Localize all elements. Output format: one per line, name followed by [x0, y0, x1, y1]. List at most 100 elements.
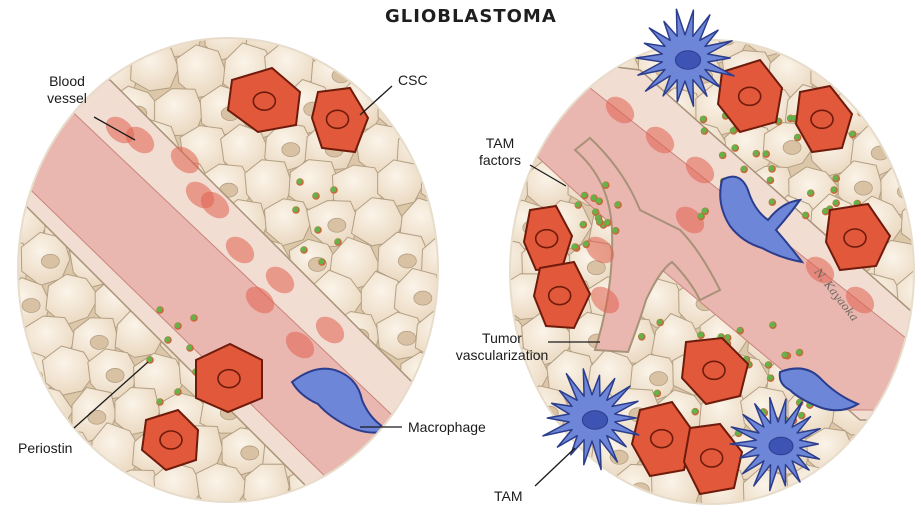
- label-blood-vessel: Blood vessel: [47, 73, 87, 106]
- csc-nucleus: [649, 428, 674, 449]
- granule-icon: [781, 351, 788, 358]
- tumor-cell-icon: [41, 345, 97, 396]
- cell-nucleus: [240, 445, 260, 461]
- cell-nucleus: [394, 101, 414, 116]
- red-blood-cell-icon: [285, 331, 315, 359]
- cell-nucleus: [518, 448, 538, 464]
- tumor-cell-icon: [510, 274, 512, 331]
- tumor-cell-icon: [130, 43, 180, 92]
- granule-icon: [830, 186, 837, 193]
- granule-icon: [798, 412, 804, 418]
- csc-nucleus: [702, 360, 726, 381]
- cell-nucleus: [626, 40, 646, 44]
- red-blood-cell-icon: [105, 116, 135, 144]
- granule-icon: [752, 150, 759, 156]
- granule-icon: [292, 206, 299, 213]
- leader-lines: [73, 85, 600, 487]
- granule-icon: [582, 241, 589, 247]
- csc-nucleus: [810, 109, 834, 130]
- granule-icon: [590, 194, 597, 201]
- granule-icon: [312, 192, 319, 199]
- granule-icon: [701, 127, 707, 134]
- tumor-cell-icon: [454, 430, 507, 479]
- granule-icon: [768, 198, 775, 205]
- tumor-cell-icon: [878, 87, 914, 135]
- granule-icon: [768, 165, 775, 172]
- cell-nucleus: [40, 253, 60, 269]
- red-blood-cells: [105, 116, 345, 359]
- granule-icon: [602, 181, 609, 188]
- tumor-cell-icon: [113, 38, 162, 58]
- tumor-cell-icon: [510, 49, 514, 98]
- tumor-cell-icon: [0, 428, 8, 478]
- granule-icon: [700, 115, 706, 122]
- granule-icon: [762, 150, 769, 157]
- granule-icon: [736, 327, 743, 333]
- label-tam-factors: TAM factors: [478, 135, 521, 168]
- tumor-cell-icon: [524, 462, 580, 504]
- red-blood-cell-icon: [170, 146, 200, 174]
- granule-icon: [807, 189, 813, 196]
- cell-nucleus: [440, 106, 458, 120]
- granule-icon: [697, 213, 704, 219]
- cell-nucleus: [481, 369, 499, 383]
- periostin-pointer: [73, 361, 149, 429]
- cancer-stem-cell-icon: [716, 58, 784, 134]
- granule-icon: [334, 238, 341, 245]
- cancer-stem-cell-icon: [310, 86, 370, 154]
- tumor-cell-icon: [0, 202, 7, 250]
- granule-icon: [853, 200, 860, 206]
- tumor-cell-icon: [18, 392, 28, 442]
- tumor-cell-icon: [0, 270, 11, 320]
- tumor-cell-icon: [899, 426, 914, 479]
- tumor-cell-icon: [827, 467, 880, 504]
- cell-nucleus: [397, 253, 417, 269]
- granule-icon: [849, 130, 855, 137]
- cell-nucleus: [782, 140, 802, 155]
- tumor-cell-icon: [793, 40, 842, 61]
- tam-pointer: [534, 447, 576, 487]
- granule-icon: [832, 175, 839, 181]
- tumor-cell-icon: [420, 466, 438, 502]
- cancer-stem-cell-icon: [226, 66, 302, 134]
- granule-icon: [769, 321, 776, 328]
- cancer-stem-cell-icon: [824, 202, 892, 272]
- tam-nucleus: [674, 50, 702, 70]
- csc-nucleus: [534, 228, 559, 249]
- granule-icon: [581, 192, 587, 198]
- granule-icon: [592, 208, 598, 215]
- red-blood-cell-icon: [605, 96, 635, 124]
- cancer-stem-cell-icon: [630, 400, 694, 478]
- tumor-cell-icon: [45, 273, 100, 326]
- cell-nucleus: [105, 368, 125, 383]
- cancer-stem-cells: [522, 58, 892, 496]
- red-blood-cell-icon: [245, 286, 275, 314]
- red-blood-cell-icon: [845, 286, 875, 314]
- granule-icon: [174, 388, 181, 395]
- granule-icon: [653, 390, 660, 396]
- tumor-cell-icon: [850, 46, 904, 95]
- tumor-cell-icon: [899, 46, 914, 95]
- granule-icon: [796, 349, 802, 355]
- cell-nucleus: [806, 483, 826, 499]
- tumor-cell-icon: [0, 47, 4, 97]
- cell-nucleus: [853, 180, 873, 196]
- label-csc: CSC: [398, 72, 428, 88]
- figure-title: GLIOBLASTOMA: [385, 6, 557, 27]
- granule-icon: [832, 199, 839, 206]
- label-macrophage: Macrophage: [408, 419, 486, 435]
- cancer-stem-cell-icon: [682, 422, 744, 496]
- cell-nucleus: [281, 142, 301, 158]
- cell-nucleus: [846, 485, 866, 500]
- macrophage-cell: [719, 175, 805, 264]
- tumor-cell-icon: [0, 355, 10, 407]
- cancer-stem-cell-icon: [794, 84, 854, 154]
- tumor-cell-icon: [898, 119, 914, 176]
- tumor-cell-icon: [0, 124, 4, 175]
- granule-icon: [595, 197, 602, 204]
- cell-nucleus: [20, 63, 40, 78]
- cancer-stem-cell-icon: [195, 342, 263, 414]
- macrophage-cell: [778, 367, 861, 412]
- granule-icon: [604, 219, 610, 226]
- granule-icon: [697, 331, 704, 338]
